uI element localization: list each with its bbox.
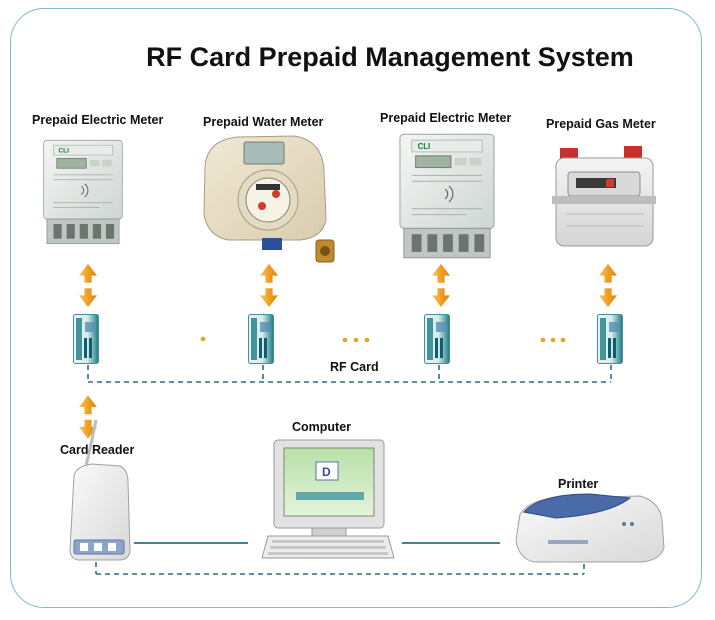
- electric-meter-2-image: [399, 133, 495, 259]
- svg-text:D: D: [322, 465, 331, 479]
- printer-image: [515, 493, 665, 563]
- rf-card-2: [248, 314, 274, 364]
- arrow-gas-card: [599, 263, 617, 308]
- ellipsis-dots: [200, 336, 566, 343]
- label-rf-card: RF Card: [330, 360, 379, 374]
- rf-card-dashed-bus: [87, 365, 612, 383]
- label-computer: Computer: [292, 420, 352, 434]
- computer-image: D: [261, 439, 395, 559]
- rf-card-1: [73, 314, 99, 364]
- label-electric-meter-1: Prepaid Electric Meter: [32, 113, 164, 127]
- water-meter-image: [203, 135, 335, 263]
- label-water-meter: Prepaid Water Meter: [203, 115, 324, 129]
- arrow-meter2-card: [432, 263, 450, 308]
- rf-card-4: [597, 314, 623, 364]
- gas-meter-image: [552, 146, 656, 247]
- bottom-dashed-bus: [95, 562, 585, 575]
- arrow-meter1-card: [79, 263, 97, 308]
- arrow-water-card: [260, 263, 278, 308]
- electric-meter-1-image: [43, 139, 123, 245]
- label-card-reader: Card Reader: [60, 443, 135, 457]
- label-electric-meter-2: Prepaid Electric Meter: [380, 111, 512, 125]
- label-gas-meter: Prepaid Gas Meter: [546, 117, 656, 131]
- rf-card-3: [424, 314, 450, 364]
- card-reader-image: [69, 419, 131, 561]
- label-printer: Printer: [558, 477, 599, 491]
- diagram-title: RF Card Prepaid Management System: [146, 42, 634, 72]
